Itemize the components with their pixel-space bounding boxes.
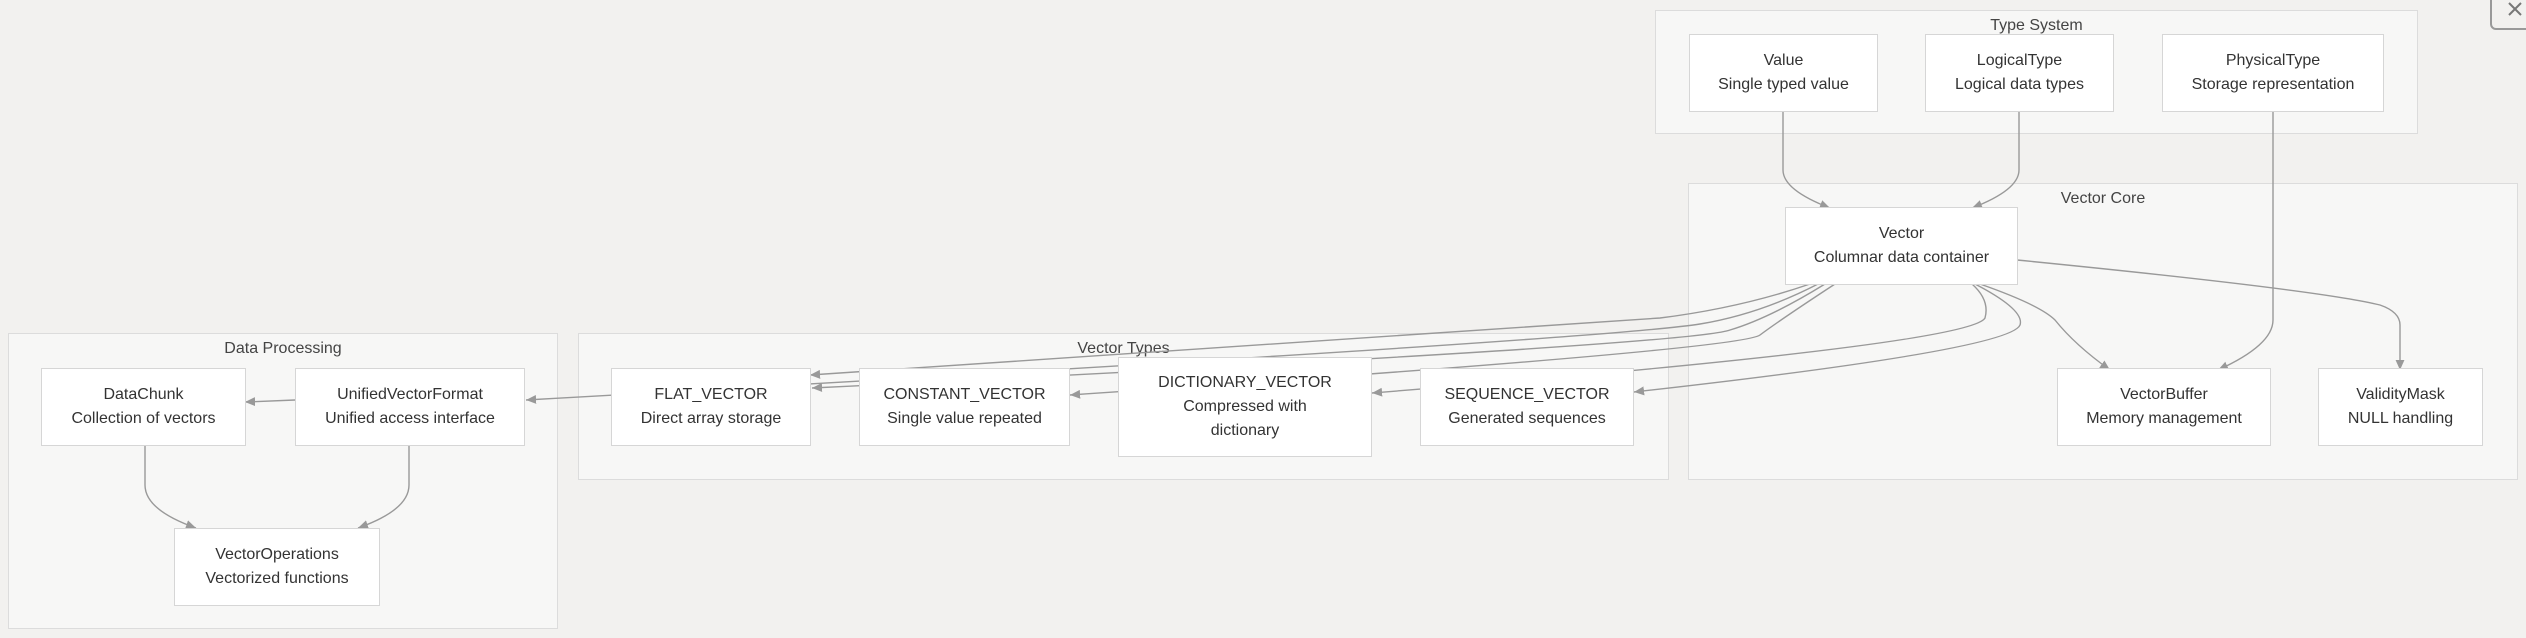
node-sequence-vector-desc: Generated sequences	[1448, 410, 1606, 427]
node-constant-vector-desc: Single value repeated	[887, 410, 1042, 427]
node-unified-vector-format-desc: Unified access interface	[325, 410, 495, 427]
node-value-title: Value	[1763, 52, 1804, 69]
cluster-title-vector-core: Vector Core	[2060, 190, 2146, 207]
node-dictionary-vector[interactable]: DICTIONARY_VECTOR Compressed with dictio…	[1118, 357, 1372, 457]
node-sequence-vector-title: SEQUENCE_VECTOR	[1444, 386, 1610, 403]
node-vector-title: Vector	[1878, 225, 1925, 242]
node-data-chunk-title: DataChunk	[103, 386, 184, 403]
node-vector-operations[interactable]: VectorOperations Vectorized functions	[174, 528, 380, 606]
node-data-chunk[interactable]: DataChunk Collection of vectors	[41, 368, 246, 446]
node-vector-operations-title: VectorOperations	[215, 546, 339, 563]
node-validity-mask-title: ValidityMask	[2356, 386, 2445, 403]
close-icon	[2508, 2, 2522, 16]
node-value-desc: Single typed value	[1718, 76, 1849, 93]
node-vector-operations-desc: Vectorized functions	[205, 570, 349, 587]
node-flat-vector-desc: Direct array storage	[640, 410, 782, 427]
node-logical-type-title: LogicalType	[1976, 52, 2063, 69]
close-button[interactable]	[2490, 0, 2526, 30]
node-constant-vector[interactable]: CONSTANT_VECTOR Single value repeated	[859, 368, 1070, 446]
node-vector[interactable]: Vector Columnar data container	[1785, 207, 2018, 285]
node-physical-type-title: PhysicalType	[2225, 52, 2321, 69]
node-vector-buffer-desc: Memory management	[2086, 410, 2242, 427]
node-unified-vector-format[interactable]: UnifiedVectorFormat Unified access inter…	[295, 368, 525, 446]
node-vector-desc: Columnar data container	[1813, 249, 1990, 266]
node-validity-mask-desc: NULL handling	[2347, 410, 2454, 427]
node-value[interactable]: Value Single typed value	[1689, 34, 1878, 112]
node-validity-mask[interactable]: ValidityMask NULL handling	[2318, 368, 2483, 446]
node-flat-vector[interactable]: FLAT_VECTOR Direct array storage	[611, 368, 811, 446]
node-data-chunk-desc: Collection of vectors	[71, 410, 216, 427]
node-unified-vector-format-title: UnifiedVectorFormat	[337, 386, 483, 403]
node-vector-buffer[interactable]: VectorBuffer Memory management	[2057, 368, 2271, 446]
node-constant-vector-title: CONSTANT_VECTOR	[883, 386, 1046, 403]
cluster-title-vector-types: Vector Types	[1077, 340, 1170, 357]
node-sequence-vector[interactable]: SEQUENCE_VECTOR Generated sequences	[1420, 368, 1634, 446]
node-dictionary-vector-desc-line2: dictionary	[1210, 422, 1280, 439]
node-flat-vector-title: FLAT_VECTOR	[654, 386, 768, 403]
node-physical-type-desc: Storage representation	[2191, 76, 2355, 93]
cluster-title-data-processing: Data Processing	[224, 340, 342, 357]
node-vector-buffer-title: VectorBuffer	[2120, 386, 2208, 403]
node-logical-type-desc: Logical data types	[1955, 76, 2084, 93]
node-physical-type[interactable]: PhysicalType Storage representation	[2162, 34, 2384, 112]
cluster-title-type-system: Type System	[1990, 17, 2083, 34]
node-dictionary-vector-title: DICTIONARY_VECTOR	[1158, 374, 1332, 391]
node-logical-type[interactable]: LogicalType Logical data types	[1925, 34, 2114, 112]
node-dictionary-vector-desc-line1: Compressed with	[1183, 398, 1307, 415]
